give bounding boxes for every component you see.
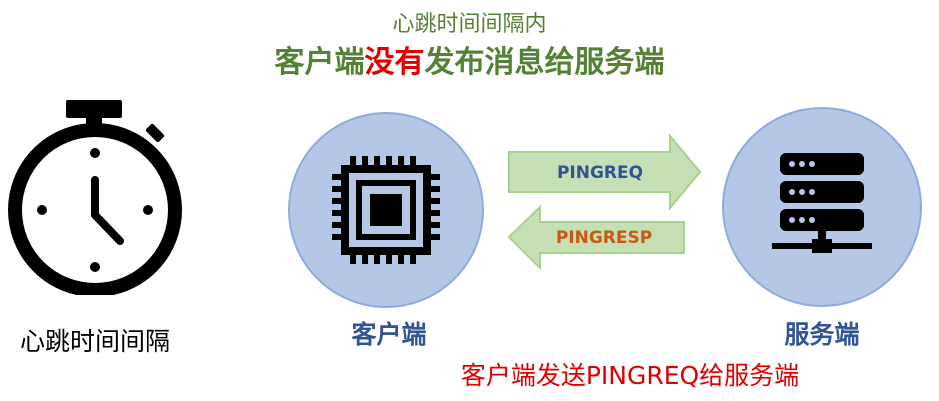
statement-emphasis: 没有 xyxy=(364,45,425,80)
footer-caption: 客户端发送PINGREQ给服务端 xyxy=(460,361,800,390)
timer-label: 心跳时间间隔 xyxy=(19,327,170,356)
pingreq-arrow: PINGREQ xyxy=(508,133,702,211)
client-node xyxy=(288,112,484,308)
client-label: 客户端 xyxy=(351,320,427,349)
statement-rest: 发布消息给服务端 xyxy=(424,45,665,80)
statement-subject: 客户端 xyxy=(274,45,365,80)
no-publish-statement: 客户端没有发布消息给服务端 xyxy=(0,37,939,81)
server-node xyxy=(722,107,922,307)
message-arrows: PINGREQ PINGRESP xyxy=(507,133,702,271)
stopwatch-icon xyxy=(8,100,182,295)
server-label: 服务端 xyxy=(784,320,860,349)
server-icon xyxy=(772,153,872,253)
pingresp-text: PINGRESP xyxy=(556,228,652,248)
pingresp-arrow: PINGRESP xyxy=(507,204,685,271)
chip-icon xyxy=(332,156,440,264)
pingreq-text: PINGREQ xyxy=(557,163,643,183)
heartbeat-interval-title: 心跳时间间隔内 xyxy=(392,12,547,37)
